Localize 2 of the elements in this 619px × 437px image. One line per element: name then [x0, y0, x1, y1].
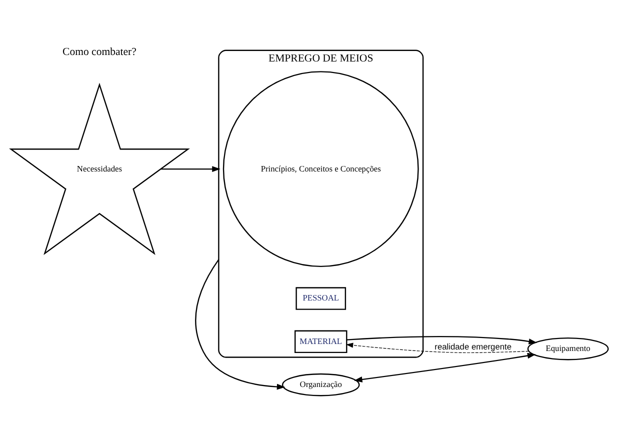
label: Como combater? — [62, 46, 136, 58]
edge-label: realidade emergente — [434, 342, 512, 352]
